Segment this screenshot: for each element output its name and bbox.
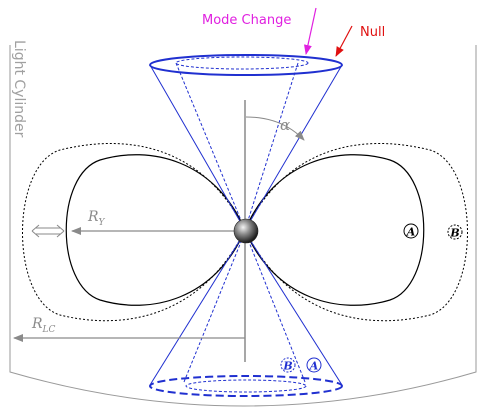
marker-b-blue: B — [280, 357, 296, 373]
upper-cone-rim — [149, 54, 343, 76]
svg-text:RY: RY — [87, 209, 106, 228]
neutron-star — [233, 218, 259, 244]
upper-emission-cone — [149, 54, 343, 231]
svg-text:RLC: RLC — [31, 316, 56, 335]
outer-dotted-field-left — [22, 143, 246, 322]
null-label: Null — [360, 25, 385, 40]
closed-field-loop-right — [244, 154, 425, 306]
lower-cone-rim — [149, 375, 343, 397]
marker-b-black: B — [447, 224, 463, 240]
light-cylinder-label: Light Cylinder — [11, 40, 27, 138]
lower-cone-inner-rim — [185, 379, 307, 393]
svg-text:B: B — [282, 360, 292, 373]
svg-text:A: A — [406, 226, 416, 239]
mode-change-label: Mode Change — [202, 13, 291, 28]
outer-dotted-field-right — [244, 143, 468, 322]
light-cylinder-outline — [9, 45, 477, 407]
r-y-subscript: Y — [99, 218, 106, 228]
svg-text:A: A — [309, 360, 319, 373]
alpha-angle-arc — [245, 116, 305, 141]
null-arrow — [335, 25, 353, 57]
r-y-label: R — [87, 209, 99, 225]
r-lc-subscript: LC — [42, 325, 56, 335]
svg-text:B: B — [449, 227, 459, 240]
alpha-label: α — [280, 116, 290, 134]
closed-field-loop-left — [65, 154, 246, 306]
marker-a-black: A — [403, 223, 419, 239]
r-lc-label: R — [31, 316, 43, 332]
double-arrow-icon — [31, 224, 65, 238]
lower-emission-cone — [149, 231, 343, 397]
upper-cone-inner-rim — [175, 56, 309, 70]
mode-change-arrow — [304, 7, 317, 55]
marker-a-blue: A — [306, 357, 322, 373]
